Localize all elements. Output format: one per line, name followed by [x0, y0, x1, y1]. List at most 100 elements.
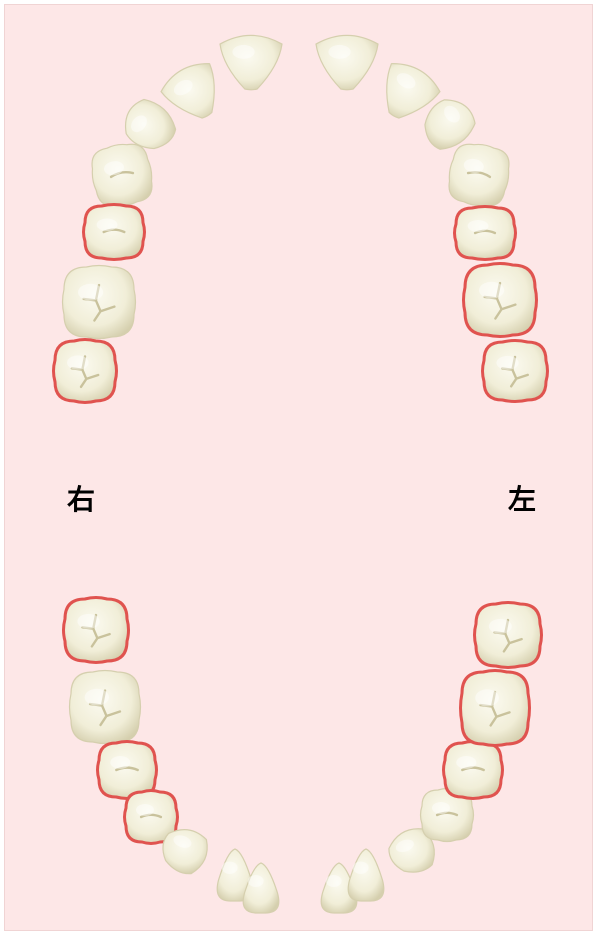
tooth-crown	[473, 601, 543, 669]
occlusal-groove	[139, 813, 163, 819]
tooth-chart	[52, 34, 549, 914]
tooth-lower-right-6[interactable]	[68, 669, 142, 745]
tooth-crown	[82, 203, 146, 261]
tooth-upper-right-3[interactable]	[116, 93, 183, 159]
tooth-crown	[462, 262, 538, 338]
tooth-crown	[61, 264, 137, 340]
tooth-highlight	[352, 861, 369, 874]
tooth-upper-right-6[interactable]	[61, 264, 137, 340]
tooth-highlight	[432, 802, 450, 814]
tooth-crown	[160, 63, 215, 119]
tooth-upper-right-2[interactable]	[157, 56, 232, 129]
tooth-upper-right-4[interactable]	[88, 140, 157, 210]
tooth-lower-left-3[interactable]	[384, 824, 441, 880]
occlusal-groove	[70, 355, 100, 389]
occlusal-groove	[501, 355, 529, 388]
tooth-highlight	[67, 355, 89, 370]
tooth-lower-right-3[interactable]	[156, 823, 213, 879]
tooth-crown	[52, 338, 118, 404]
occlusal-groove	[493, 618, 523, 653]
tooth-highlight	[475, 689, 499, 707]
dental-chart-panel: 右 左	[4, 4, 593, 931]
tooth-crown	[424, 99, 476, 150]
occlusal-groove	[473, 229, 497, 235]
tooth-highlight	[77, 613, 100, 629]
occlusal-groove	[88, 689, 122, 727]
tooth-highlight	[396, 73, 416, 89]
tooth-highlight	[131, 115, 147, 133]
tooth-highlight	[232, 44, 255, 59]
tooth-highlight	[456, 755, 477, 769]
left-side-label: 左	[508, 483, 537, 516]
tooth-highlight	[479, 281, 505, 299]
tooth-crown	[219, 34, 283, 91]
tooth-upper-right-7[interactable]	[52, 338, 118, 404]
tooth-lower-right-7[interactable]	[62, 596, 130, 664]
occlusal-groove	[81, 613, 111, 648]
occlusal-groove	[109, 171, 135, 179]
tooth-upper-left-1[interactable]	[315, 34, 379, 91]
tooth-highlight	[103, 161, 124, 176]
tooth-lower-left-5[interactable]	[442, 740, 504, 800]
tooth-highlight	[328, 44, 351, 59]
tooth-upper-left-5[interactable]	[453, 205, 517, 261]
right-side-label: 右	[67, 483, 96, 516]
occlusal-groove	[483, 281, 517, 320]
tooth-lower-left-1[interactable]	[320, 862, 358, 914]
tooth-lower-right-5[interactable]	[96, 740, 158, 800]
tooth-upper-left-3[interactable]	[414, 91, 481, 157]
tooth-crown	[459, 669, 531, 747]
tooth-highlight	[395, 839, 414, 853]
tooth-lower-right-2[interactable]	[216, 848, 254, 902]
tooth-highlight	[110, 755, 131, 769]
tooth-upper-left-7[interactable]	[481, 339, 549, 403]
tooth-crown	[242, 862, 280, 914]
occlusal-groove	[466, 171, 492, 179]
occlusal-groove	[479, 690, 511, 727]
tooth-crown	[388, 828, 435, 873]
tooth-crown	[162, 828, 208, 875]
tooth-crown	[315, 34, 379, 91]
tooth-upper-left-4[interactable]	[445, 140, 514, 210]
occlusal-groove	[115, 766, 139, 772]
tooth-crown	[442, 740, 504, 800]
tooth-lower-left-2[interactable]	[347, 848, 385, 902]
tooth-highlight	[247, 875, 264, 887]
tooth-highlight	[78, 283, 104, 301]
tooth-highlight	[173, 835, 192, 848]
tooth-upper-left-6[interactable]	[462, 262, 538, 338]
tooth-lower-left-7[interactable]	[473, 601, 543, 669]
tooth-crown	[62, 596, 130, 664]
tooth-lower-right-1[interactable]	[242, 862, 280, 914]
tooth-highlight	[467, 220, 489, 232]
tooth-lower-right-4[interactable]	[123, 789, 179, 845]
occlusal-groove	[82, 283, 116, 322]
occlusal-groove	[435, 811, 459, 817]
tooth-crown	[124, 98, 177, 150]
tooth-lower-left-4[interactable]	[419, 787, 475, 843]
tooth-crown	[68, 669, 142, 745]
tooth-highlight	[173, 79, 193, 96]
tooth-crown	[91, 143, 153, 207]
occlusal-groove	[102, 228, 126, 234]
tooth-crown	[448, 143, 510, 207]
tooth-highlight	[96, 218, 118, 231]
tooth-upper-right-1[interactable]	[219, 34, 283, 91]
occlusal-groove	[461, 766, 485, 772]
tooth-upper-right-5[interactable]	[82, 203, 146, 261]
tooth-highlight	[444, 105, 460, 123]
tooth-highlight	[496, 355, 519, 370]
tooth-highlight	[463, 158, 484, 173]
tooth-highlight	[221, 861, 238, 874]
tooth-highlight	[84, 688, 110, 706]
tooth-crown	[453, 205, 517, 261]
tooth-highlight	[325, 875, 342, 887]
tooth-crown	[347, 848, 385, 902]
tooth-crown	[386, 63, 441, 119]
tooth-highlight	[488, 618, 512, 634]
tooth-crown	[216, 848, 254, 902]
tooth-crown	[123, 789, 179, 845]
tooth-upper-left-2[interactable]	[369, 56, 444, 129]
tooth-crown	[481, 339, 549, 403]
tooth-lower-left-6[interactable]	[459, 669, 531, 747]
